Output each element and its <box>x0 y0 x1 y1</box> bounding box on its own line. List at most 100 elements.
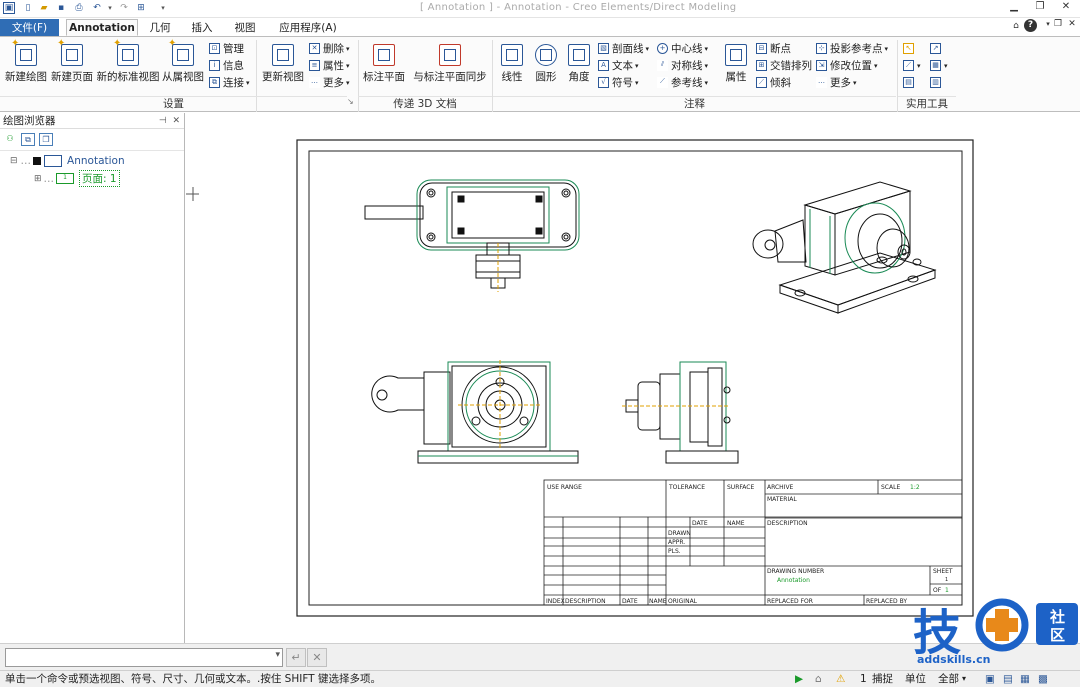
redo-icon[interactable]: ↷ <box>120 3 128 13</box>
view-icon-2[interactable]: ▤ <box>1003 673 1013 685</box>
command-cancel-button[interactable]: ✕ <box>307 648 327 667</box>
warning-icon[interactable]: ⚠ <box>836 673 846 685</box>
undo-icon[interactable]: ↶ <box>93 3 101 13</box>
more-anno-button[interactable]: …更多▾ <box>816 75 857 90</box>
delete-icon: ✕ <box>309 43 320 54</box>
pin-icon[interactable]: ⊣ <box>158 116 167 126</box>
angle-dim-label: 角度 <box>568 71 590 83</box>
selection-filter-dropdown-icon[interactable]: ▾ <box>962 674 967 683</box>
connect-icon: ⧉ <box>209 77 220 88</box>
units-button[interactable]: 单位 <box>905 673 926 685</box>
delete-button[interactable]: ✕删除▾ <box>309 41 350 56</box>
annotation-plane-button[interactable]: 标注平面 <box>361 44 407 84</box>
attributes-button[interactable]: 属性 <box>722 44 750 84</box>
close-button[interactable]: ✕ <box>1061 1 1071 12</box>
pick-icon: ↗ <box>930 43 941 54</box>
hatch-button[interactable]: ▧剖面线▾ <box>598 41 649 56</box>
view-icon-4[interactable]: ▩ <box>1038 673 1048 685</box>
setup-dialog-launcher-icon[interactable]: ↘ <box>347 97 354 106</box>
break-button[interactable]: ⊟断点 <box>756 41 791 56</box>
run-icon[interactable]: ▶ <box>795 673 804 685</box>
filter-icon[interactable]: ⧉ <box>21 133 35 146</box>
gallery-icon[interactable]: ⌂ <box>815 673 822 685</box>
undo-dropdown-icon[interactable]: ▾ <box>108 4 112 12</box>
oblique-button[interactable]: ⟋倾斜 <box>756 75 791 90</box>
more-anno-label: 更多 <box>830 77 851 89</box>
manage-button[interactable]: ⊡管理 <box>209 41 244 56</box>
collapse-ribbon-icon[interactable]: ⌂ <box>1013 21 1019 31</box>
tree-page[interactable]: ⊞ … 1 页面: 1 <box>34 170 120 187</box>
circular-dim-button[interactable]: 圆形 <box>531 44 561 84</box>
quick-access-customize-icon[interactable]: ▾ <box>161 4 165 12</box>
group-transfer: 传递 3D 文档 <box>358 96 492 112</box>
tool-calc-button[interactable]: ▥ <box>930 75 944 90</box>
save-icon[interactable]: ▪ <box>57 3 65 13</box>
command-dropdown-icon[interactable]: ▾ <box>275 650 280 660</box>
centerline-button[interactable]: +中心线▾ <box>657 41 708 56</box>
tool-measure-button[interactable]: ⟋▾ <box>903 58 921 73</box>
tool-cursor-button[interactable]: ↗ <box>930 41 944 56</box>
linear-dim-button[interactable]: 线性 <box>497 44 527 84</box>
collapse-icon[interactable]: ⊟ <box>10 156 18 166</box>
open-folder-icon[interactable]: ▰ <box>40 3 48 13</box>
connect-button[interactable]: ⧉连接▾ <box>209 75 250 90</box>
tool-layer-button[interactable]: ▤ <box>903 75 917 90</box>
minimize-button[interactable]: ▁ <box>1010 1 1018 12</box>
symmetry-line-icon: ⫽ <box>657 60 668 71</box>
new-file-icon[interactable]: ▯ <box>25 3 31 13</box>
angle-dim-button[interactable]: 角度 <box>564 44 594 84</box>
modify-position-button[interactable]: ⇲修改位置▾ <box>816 58 878 73</box>
ribbon: 新建绘图 新建页面 新的标准视图 从属视图 ⊡管理 i信息 ⧉连接▾ 更新视图 … <box>0 36 1080 112</box>
symbol-button[interactable]: √符号▾ <box>598 75 639 90</box>
oblique-icon: ⟋ <box>756 77 767 88</box>
snap-toggle[interactable]: 捕捉 <box>872 673 893 685</box>
help-dropdown-icon[interactable]: ▾ <box>1046 20 1050 28</box>
screenshot-icon[interactable]: ⊞ <box>137 3 145 13</box>
linear-dim-label: 线性 <box>501 71 523 83</box>
tab-annotation[interactable]: Annotation <box>66 19 138 36</box>
selection-filter[interactable]: 全部 <box>938 673 959 685</box>
title-block-text: USE RANGE TOLERANCE SURFACE ARCHIVE SCAL… <box>546 484 953 605</box>
projection-ref-button[interactable]: ⊹投影参考点▾ <box>816 41 888 56</box>
tab-geometry[interactable]: 几何 <box>149 22 171 34</box>
expand-icon[interactable]: ⊞ <box>34 173 42 184</box>
tool-select-button[interactable]: ↖ <box>903 41 917 56</box>
print-icon[interactable]: ⎙ <box>75 3 83 13</box>
command-input[interactable]: ▾ <box>5 648 283 667</box>
stagger-button[interactable]: ⊞交错排列 <box>756 58 812 73</box>
tree-root[interactable]: ⊟ … Annotation <box>10 155 125 167</box>
tab-applications[interactable]: 应用程序(A) <box>279 22 337 34</box>
tree-view-icon[interactable]: ⚇ <box>3 133 17 146</box>
new-standard-view-button[interactable]: 新的标准视图 <box>96 38 160 84</box>
dependent-view-button[interactable]: 从属视图 <box>161 38 205 84</box>
tab-view[interactable]: 视图 <box>234 22 256 34</box>
more-label: 更多 <box>323 77 344 89</box>
drawing-canvas[interactable]: USE RANGE TOLERANCE SURFACE ARCHIVE SCAL… <box>186 113 1080 643</box>
copy-view-icon[interactable]: ❐ <box>39 133 53 146</box>
app-icon[interactable]: ▣ <box>3 2 15 14</box>
command-enter-button[interactable]: ↵ <box>286 648 306 667</box>
restore-button[interactable]: ❐ <box>1035 1 1045 12</box>
reference-line-button[interactable]: ⟋参考线▾ <box>657 75 708 90</box>
doc-restore-icon[interactable]: ❐ <box>1053 19 1063 29</box>
help-icon[interactable]: ? <box>1024 19 1037 32</box>
projection-dropdown-icon: ▾ <box>884 44 889 53</box>
new-drawing-button[interactable]: 新建绘图 <box>4 38 48 84</box>
view-icon-3[interactable]: ▦ <box>1020 673 1030 685</box>
symmetry-line-label: 对称线 <box>671 60 703 72</box>
tb-date2: DATE <box>622 598 638 605</box>
symmetry-line-button[interactable]: ⫽对称线▾ <box>657 58 708 73</box>
doc-close-icon[interactable]: ✕ <box>1068 19 1076 29</box>
sync-plane-button[interactable]: 与标注平面同步 <box>412 44 488 84</box>
panel-close-icon[interactable]: ✕ <box>172 116 180 126</box>
tab-file[interactable]: 文件(F) <box>0 19 59 36</box>
tab-insert[interactable]: 插入 <box>191 22 213 34</box>
update-view-button[interactable]: 更新视图 <box>261 44 305 84</box>
tool-grid-button[interactable]: ▦▾ <box>930 58 948 73</box>
new-page-button[interactable]: 新建页面 <box>50 38 94 84</box>
view-icon-1[interactable]: ▣ <box>985 673 995 685</box>
properties-button[interactable]: ≡属性▾ <box>309 58 350 73</box>
more-button[interactable]: …更多▾ <box>309 75 350 90</box>
